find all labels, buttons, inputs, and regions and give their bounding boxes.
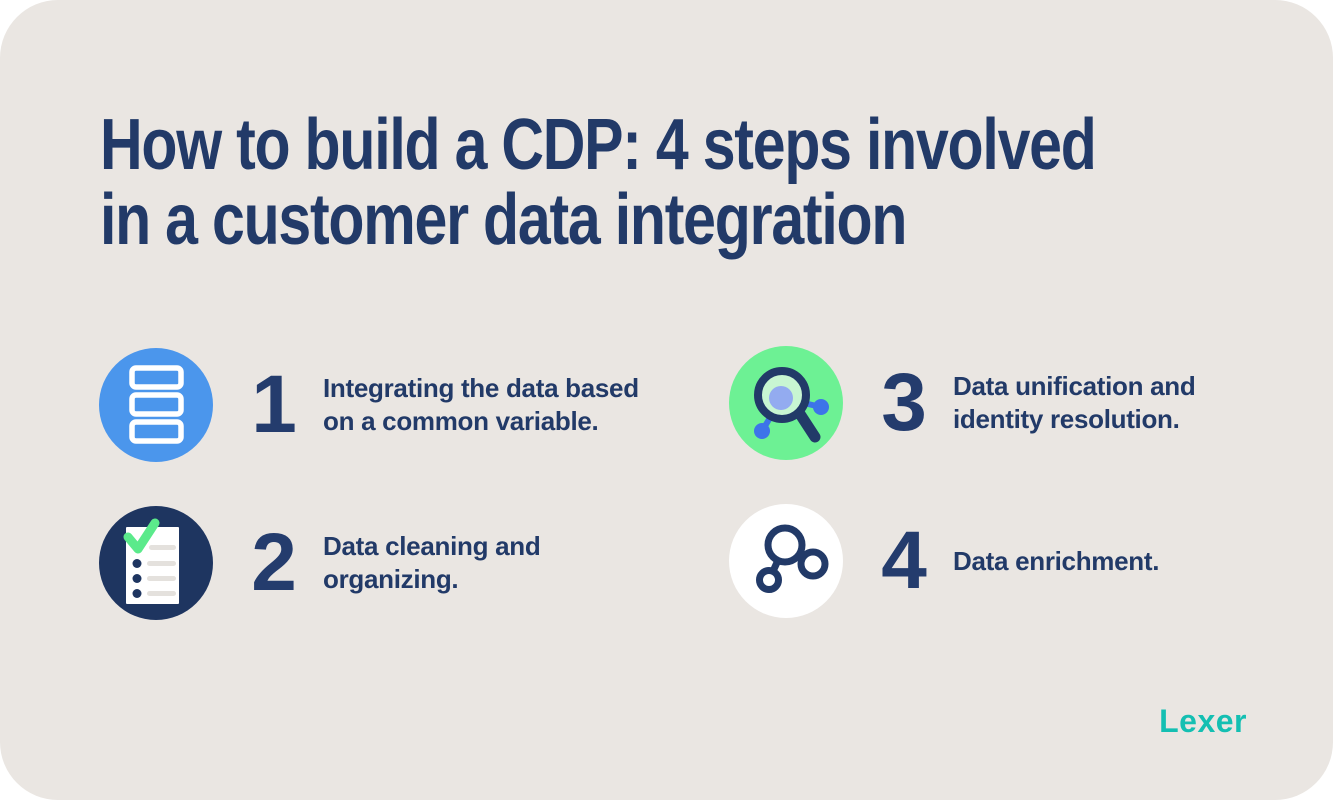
step-description-line: on a common variable. <box>323 406 599 436</box>
step-description: Data unification and identity resolution… <box>953 370 1196 436</box>
step-number: 2 <box>251 517 297 608</box>
page-title: How to build a CDP: 4 steps involved in … <box>100 105 1097 260</box>
page-title-line-2: in a customer data integration <box>100 180 907 260</box>
step-description-line: Integrating the data based <box>323 373 639 403</box>
step-number: 1 <box>251 359 297 450</box>
step-description-line: Data unification and <box>953 371 1196 401</box>
checklist-icon <box>99 506 213 620</box>
step-row-1: 1 Integrating the data based on a common… <box>99 348 639 462</box>
step-row-3: 3 Data unification and identity resoluti… <box>729 346 1196 460</box>
step-description: Integrating the data based on a common v… <box>323 372 639 438</box>
step-row-2: 2 Data cleaning and organizing. <box>99 506 541 620</box>
step-description-line: Data cleaning and <box>323 531 541 561</box>
data-stack-icon <box>99 348 213 462</box>
lexer-logo: Lexer <box>1159 703 1247 739</box>
step-description-line: identity resolution. <box>953 404 1180 434</box>
molecule-icon <box>729 504 843 618</box>
step-description: Data enrichment. <box>953 545 1159 578</box>
step-row-4: 4 Data enrichment. <box>729 504 1159 618</box>
magnifier-network-icon <box>729 346 843 460</box>
step-number: 3 <box>881 357 927 448</box>
page-title-line-1: How to build a CDP: 4 steps involved <box>100 105 1097 185</box>
step-description: Data cleaning and organizing. <box>323 530 541 596</box>
step-description-line: organizing. <box>323 564 459 594</box>
step-number: 4 <box>881 515 927 606</box>
step-description-line: Data enrichment. <box>953 545 1160 576</box>
